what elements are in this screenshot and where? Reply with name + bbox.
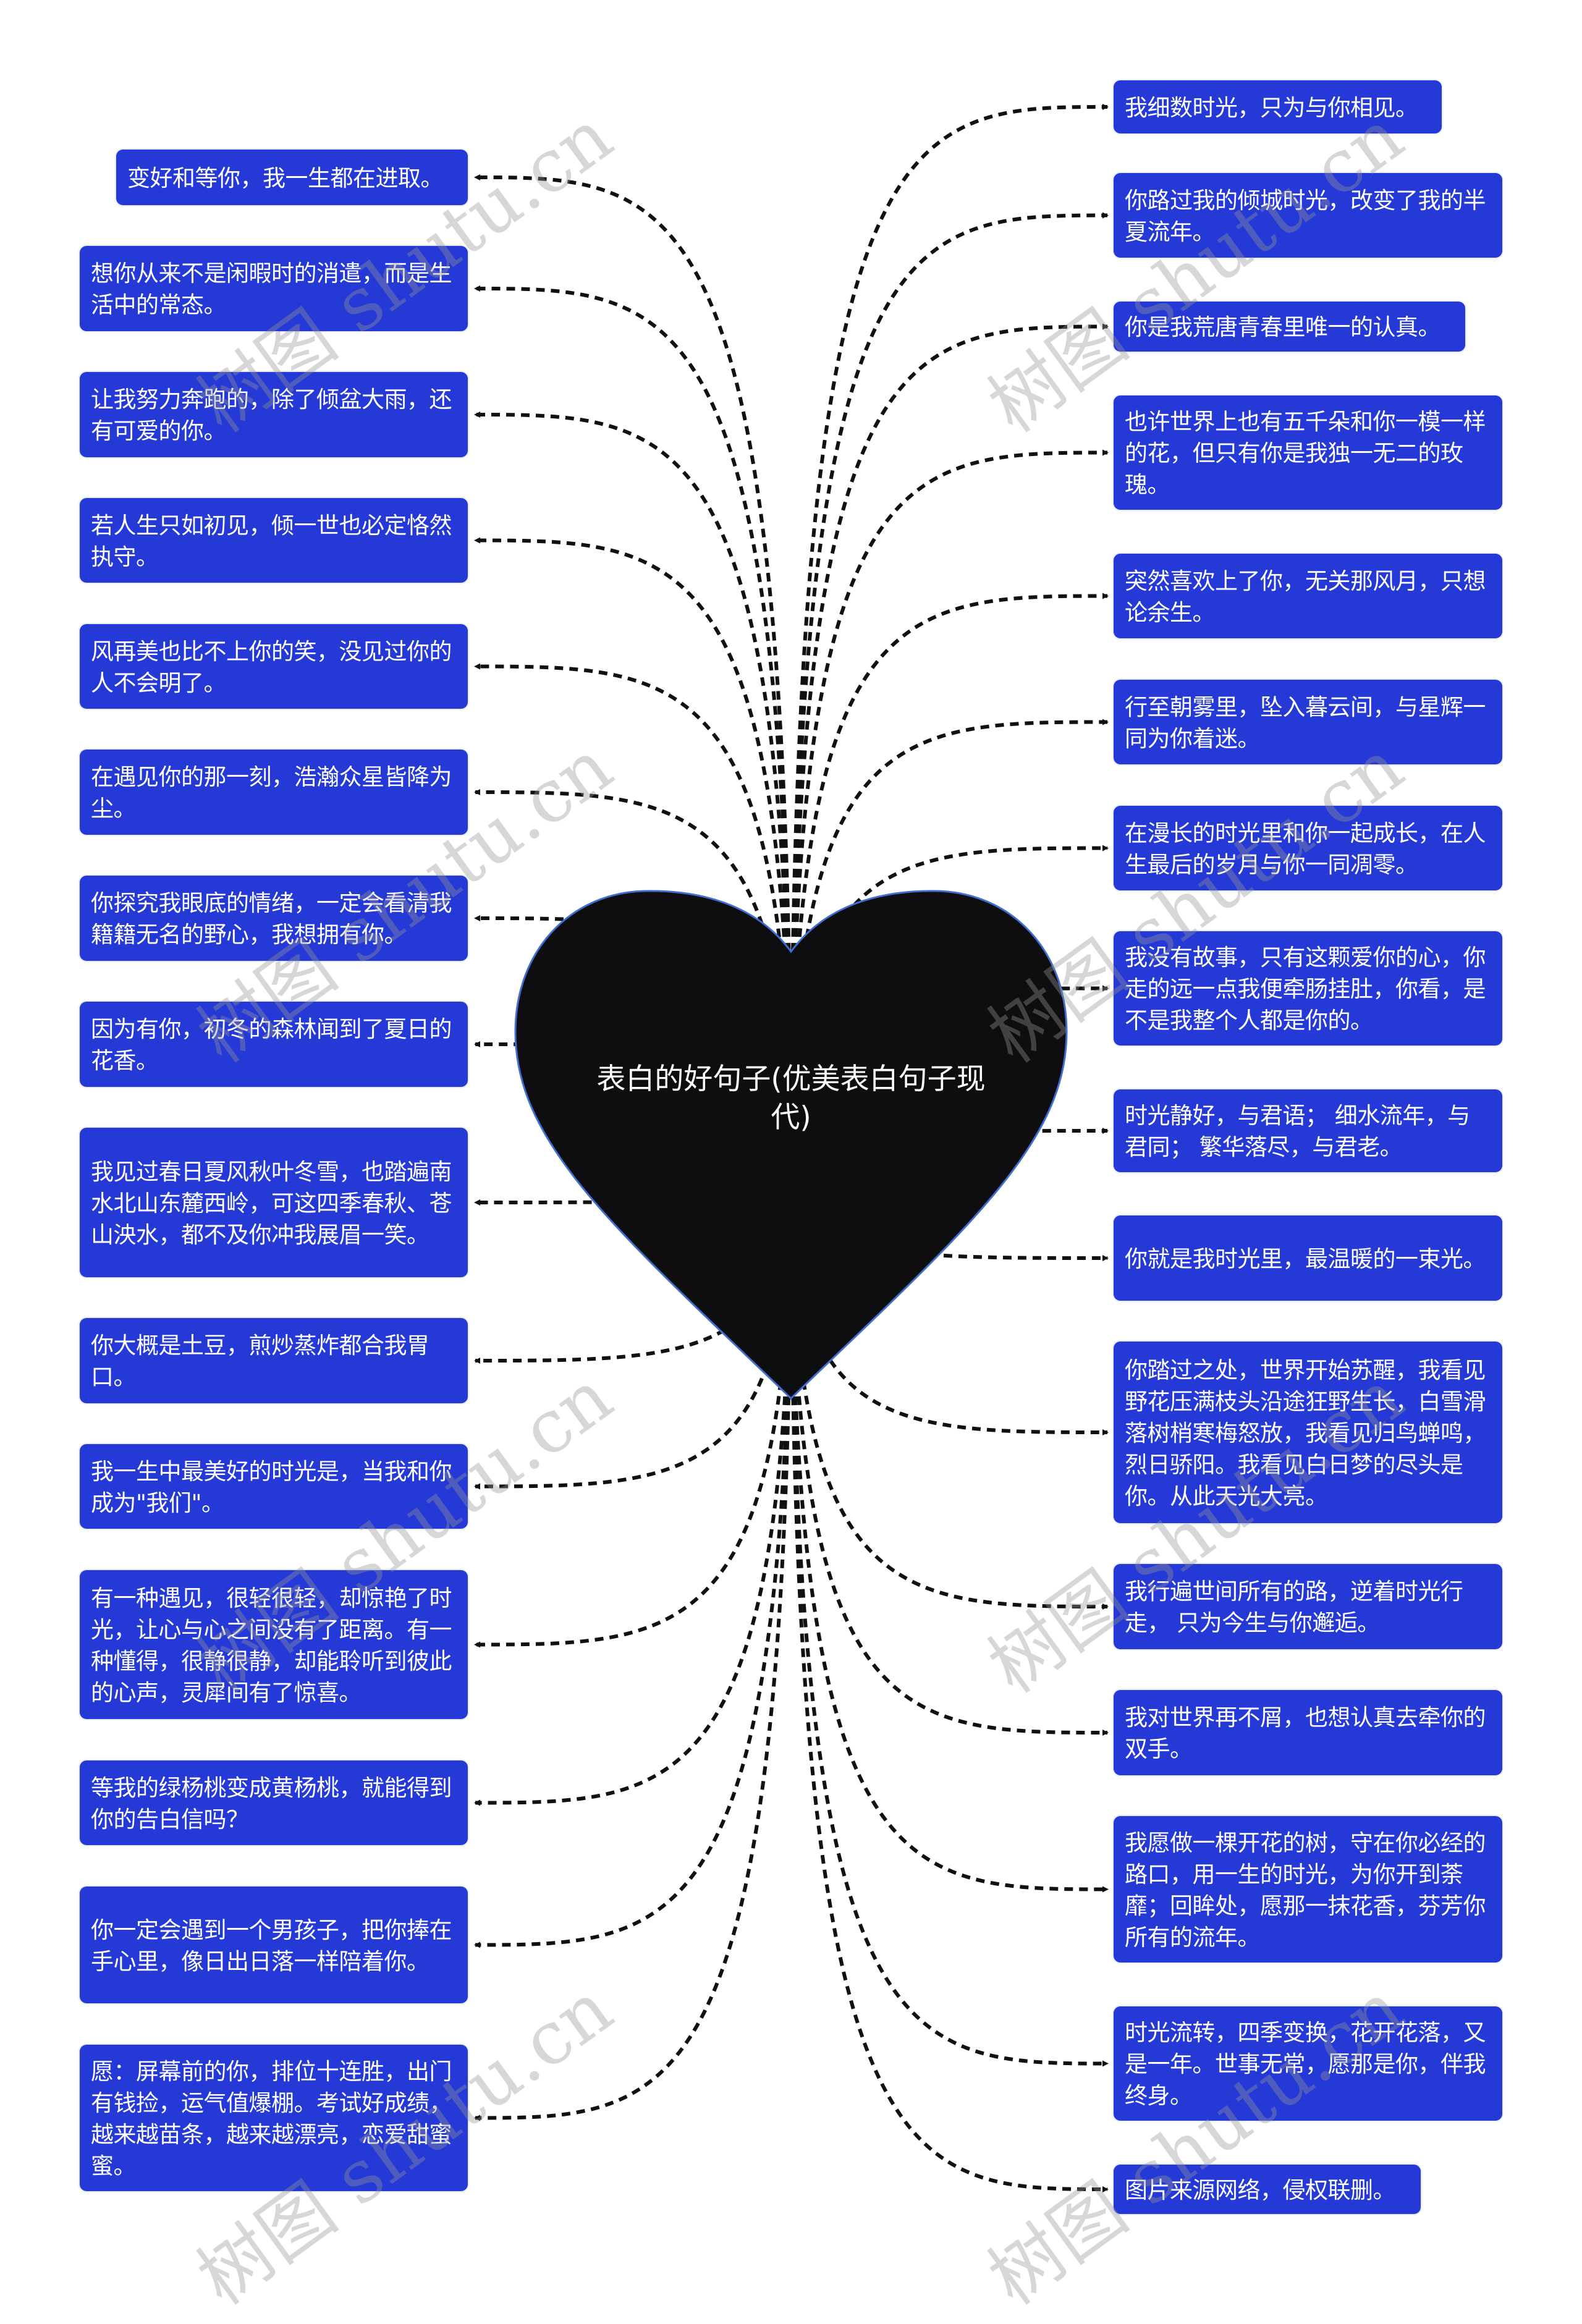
topic-node-left[interactable]: 等我的绿杨桃变成黄杨桃，就能得到你的告白信吗？ — [80, 1760, 468, 1845]
topic-node-right[interactable]: 你踏过之处，世界开始苏醒，我看见野花压满枝头沿途狂野生长，白雪滑落树梢寒梅怒放，… — [1114, 1342, 1502, 1523]
node-text: 你一定会遇到一个男孩子，把你捧在手心里，像日出日落一样陪着你。 — [91, 1916, 452, 1975]
node-text: 你路过我的倾城时光，改变了我的半夏流年。 — [1125, 187, 1486, 245]
node-text: 突然喜欢上了你，无关那风月，只想论余生。 — [1125, 567, 1486, 626]
node-text: 你踏过之处，世界开始苏醒，我看见野花压满枝头沿途狂野生长，白雪滑落树梢寒梅怒放，… — [1125, 1356, 1486, 1510]
node-text: 你大概是土豆，煎炒蒸炸都合我胃口。 — [91, 1332, 429, 1390]
node-text: 有一种遇见，很轻很轻，却惊艳了时光，让心与心之间没有了距离。有一种懂得，很静很静… — [91, 1584, 452, 1706]
node-text: 变好和等你，我一生都在进取。 — [127, 164, 444, 192]
topic-node-left[interactable]: 在遇见你的那一刻，浩瀚众星皆降为尘。 — [80, 750, 468, 835]
topic-node-right[interactable]: 在漫长的时光里和你一起成长，在人生最后的岁月与你一同凋零。 — [1114, 806, 1502, 890]
topic-node-left[interactable]: 你大概是土豆，煎炒蒸炸都合我胃口。 — [80, 1318, 468, 1403]
heart-icon — [514, 890, 1068, 1400]
node-text: 在遇见你的那一刻，浩瀚众星皆降为尘。 — [91, 764, 452, 822]
node-text: 我细数时光，只为与你相见。 — [1125, 94, 1418, 121]
topic-node-right[interactable]: 我细数时光，只为与你相见。 — [1114, 80, 1442, 133]
node-text: 时光流转，四季变换，花开花落，又是一年。世事无常，愿那是你，伴我终身。 — [1125, 2019, 1486, 2109]
connector-arrow — [789, 1173, 1109, 1893]
connector-arrow — [474, 1173, 793, 1806]
node-text: 我没有故事，只有这颗爱你的心，你走的远一点我便牵肠挂肚，你看，是不是我整个人都是… — [1125, 944, 1486, 1034]
node-text: 让我努力奔跑的，除了倾盆大雨，还有可爱的你。 — [91, 386, 452, 444]
node-text: 你是我荒唐青春里唯一的认真。 — [1125, 314, 1441, 340]
topic-node-right[interactable]: 我对世界再不屑，也想认真去牵你的双手。 — [1114, 1690, 1502, 1775]
topic-node-left[interactable]: 我一生中最美好的时光是，当我和你成为"我们"。 — [80, 1444, 468, 1529]
topic-node-left[interactable]: 有一种遇见，很轻很轻，却惊艳了时光，让心与心之间没有了距离。有一种懂得，很静很静… — [80, 1570, 468, 1719]
node-text: 愿：屏幕前的你，排位十连胜，出门有钱捡，运气值爆棚。考试好成绩，越来越苗条，越来… — [91, 2058, 452, 2179]
connector-arrow — [474, 1173, 793, 1490]
topic-node-right[interactable]: 行至朝雾里，坠入暮云间，与星辉一同为你着迷。 — [1114, 680, 1502, 764]
topic-node-right[interactable]: 我愿做一棵开花的树，守在你必经的路口，用一生的时光，为你开到荼靡；回眸处，愿那一… — [1114, 1816, 1502, 1963]
connector-arrow — [474, 285, 793, 1175]
topic-node-left[interactable]: 风再美也比不上你的笑，没见过你的人不会明了。 — [80, 624, 468, 709]
topic-node-right[interactable]: 我没有故事，只有这颗爱你的心，你走的远一点我便牵肠挂肚，你看，是不是我整个人都是… — [1114, 931, 1502, 1046]
topic-node-right[interactable]: 也许世界上也有五千朵和你一模一样的花，但只有你是我独一无二的玫瑰。 — [1114, 395, 1502, 510]
node-text: 我行遍世间所有的路，逆着时光行走， 只为今生与你邂逅。 — [1125, 1578, 1463, 1636]
node-text: 图片来源网络，侵权联删。 — [1125, 2176, 1396, 2204]
topic-node-left[interactable]: 你探究我眼底的情绪，一定会看清我籍籍无名的野心，我想拥有你。 — [80, 876, 468, 961]
connector-arrow — [789, 323, 1109, 1175]
connector-arrow — [474, 1173, 793, 1364]
node-text: 时光静好，与君语； 细水流年，与君同； 繁华落尽，与君老。 — [1125, 1102, 1470, 1160]
connector-arrow — [474, 1173, 793, 2121]
node-text: 你探究我眼底的情绪，一定会看清我籍籍无名的野心，我想拥有你。 — [91, 890, 452, 948]
topic-node-left[interactable]: 让我努力奔跑的，除了倾盆大雨，还有可爱的你。 — [80, 372, 468, 457]
connector-arrow — [789, 212, 1109, 1175]
connector-arrow — [789, 1173, 1109, 2067]
topic-node-left[interactable]: 因为有你，初冬的森林闻到了夏日的花香。 — [80, 1002, 468, 1087]
topic-node-left[interactable]: 你一定会遇到一个男孩子，把你捧在手心里，像日出日落一样陪着你。 — [80, 1887, 468, 2003]
connector-arrow — [474, 174, 793, 1175]
topic-node-right[interactable]: 我行遍世间所有的路，逆着时光行走， 只为今生与你邂逅。 — [1114, 1564, 1502, 1649]
connector-arrow — [474, 412, 793, 1175]
node-text: 我见过春日夏风秋叶冬雪，也踏遍南水北山东麓西岭，可这四季春秋、苍山泱水，都不及你… — [91, 1158, 452, 1248]
node-text: 我一生中最美好的时光是，当我和你成为"我们"。 — [91, 1458, 452, 1516]
node-text: 风再美也比不上你的笑，没见过你的人不会明了。 — [91, 638, 452, 696]
topic-node-left[interactable]: 变好和等你，我一生都在进取。 — [116, 150, 468, 205]
topic-node-left[interactable]: 想你从来不是闲暇时的消遣，而是生活中的常态。 — [80, 246, 468, 331]
topic-node-right[interactable]: 时光静好，与君语； 细水流年，与君同； 繁华落尽，与君老。 — [1114, 1089, 1502, 1172]
topic-node-right[interactable]: 图片来源网络，侵权联删。 — [1114, 2165, 1421, 2214]
topic-node-right[interactable]: 你就是我时光里，最温暖的一束光。 — [1114, 1215, 1502, 1301]
node-text: 我对世界再不屑，也想认真去牵你的双手。 — [1125, 1704, 1486, 1762]
node-text: 你就是我时光里，最温暖的一束光。 — [1125, 1245, 1486, 1272]
node-text: 在漫长的时光里和你一起成长，在人生最后的岁月与你一同凋零。 — [1125, 819, 1486, 878]
topic-node-right[interactable]: 你是我荒唐青春里唯一的认真。 — [1114, 302, 1465, 352]
central-topic-title: 表白的好句子(优美表白句子现代) — [596, 1062, 986, 1135]
node-text: 等我的绿杨桃变成黄杨桃，就能得到你的告白信吗？ — [91, 1774, 452, 1833]
topic-node-left[interactable]: 愿：屏幕前的你，排位十连胜，出门有钱捡，运气值爆棚。考试好成绩，越来越苗条，越来… — [80, 2045, 468, 2191]
node-text: 我愿做一棵开花的树，守在你必经的路口，用一生的时光，为你开到荼靡；回眸处，愿那一… — [1125, 1829, 1486, 1951]
connector-arrow — [789, 449, 1109, 1175]
connector-arrow — [474, 537, 793, 1175]
node-text: 若人生只如初见，倾一世也必定恪然执守。 — [91, 512, 452, 570]
node-text: 行至朝雾里，坠入暮云间，与星辉一同为你着迷。 — [1125, 693, 1486, 752]
topic-node-right[interactable]: 你路过我的倾城时光，改变了我的半夏流年。 — [1114, 173, 1502, 258]
topic-node-right[interactable]: 时光流转，四季变换，花开花落，又是一年。世事无常，愿那是你，伴我终身。 — [1114, 2006, 1502, 2121]
topic-node-left[interactable]: 若人生只如初见，倾一世也必定恪然执守。 — [80, 498, 468, 583]
node-text: 也许世界上也有五千朵和你一模一样的花，但只有你是我独一无二的玫瑰。 — [1125, 408, 1486, 498]
node-text: 想你从来不是闲暇时的消遣，而是生活中的常态。 — [91, 260, 452, 318]
node-text: 因为有你，初冬的森林闻到了夏日的花香。 — [91, 1016, 452, 1074]
topic-node-left[interactable]: 我见过春日夏风秋叶冬雪，也踏遍南水北山东麓西岭，可这四季春秋、苍山泱水，都不及你… — [80, 1128, 468, 1277]
connector-arrow — [789, 104, 1109, 1175]
central-heart-node[interactable] — [510, 884, 1072, 1403]
topic-node-right[interactable]: 突然喜欢上了你，无关那风月，只想论余生。 — [1114, 554, 1502, 638]
connector-arrow — [474, 1173, 793, 1948]
connector-arrow — [789, 1173, 1109, 2192]
